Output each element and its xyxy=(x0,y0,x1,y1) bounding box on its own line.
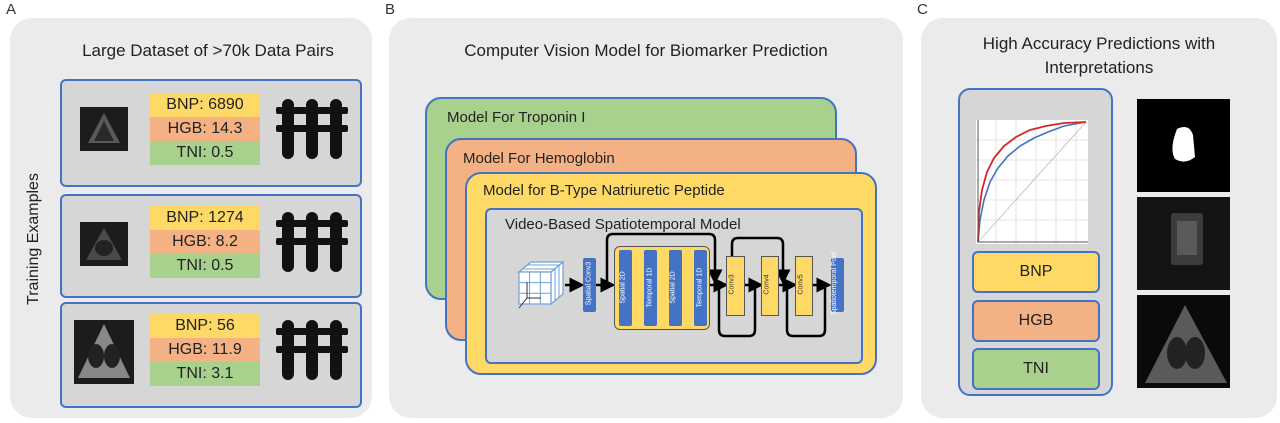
spatial-conv-label: Spatial Conv3 xyxy=(585,261,593,306)
temporal-1d-block-2: Temporal 1D xyxy=(694,250,707,326)
training-example-3: BNP: 56 HGB: 11.9 TNI: 3.1 xyxy=(60,302,362,408)
temporal-1d-block-1: Temporal 1D xyxy=(644,250,657,326)
bnp-value: BNP: 56 xyxy=(150,314,260,338)
conv5-label: Conv5 xyxy=(797,274,805,295)
panel-b: Computer Vision Model for Biomarker Pred… xyxy=(389,18,903,418)
hgb-value: HGB: 8.2 xyxy=(150,230,260,254)
panel-c: High Accuracy Predictions with Interpret… xyxy=(921,18,1277,418)
panel-c-title-line2: Interpretations xyxy=(1044,58,1154,77)
bnp-value: BNP: 6890 xyxy=(150,93,260,117)
test-tube-rack-icon xyxy=(276,99,348,159)
panel-letter-c: C xyxy=(917,1,928,18)
echo-thumbnail xyxy=(80,107,128,151)
spatial-conv-block: Spatial Conv3 xyxy=(583,258,596,312)
model-label-hemoglobin: Model For Hemoglobin xyxy=(463,150,615,167)
panel-b-title: Computer Vision Model for Biomarker Pred… xyxy=(464,41,828,60)
bnp-value: BNP: 1274 xyxy=(150,206,260,230)
label-bnp: BNP xyxy=(972,251,1100,293)
test-tube-rack-icon xyxy=(276,212,348,272)
prediction-card: BNP HGB TNI xyxy=(958,88,1113,396)
model-box-bnp: Model for B-Type Natriuretic Peptide Vid… xyxy=(465,172,877,375)
temporal-1d-label: Temporal 1D xyxy=(696,267,704,308)
tni-value: TNI: 3.1 xyxy=(150,362,260,386)
hgb-value: HGB: 14.3 xyxy=(150,117,260,141)
panel-a: Large Dataset of >70k Data Pairs Trainin… xyxy=(10,18,372,418)
tni-value: TNI: 0.5 xyxy=(150,141,260,165)
conv4-block: Conv4 xyxy=(761,256,779,316)
spatiotemporal-pool-label: Spatiotemporal Pool xyxy=(831,251,839,316)
label-tni: TNI xyxy=(972,348,1100,390)
echo-thumbnail xyxy=(74,320,134,384)
hgb-value: HGB: 11.9 xyxy=(150,338,260,362)
panel-letter-a: A xyxy=(6,1,17,18)
conv3-block: Conv3 xyxy=(726,256,745,316)
test-tube-rack-icon xyxy=(276,320,348,380)
training-examples-label: Training Examples xyxy=(25,173,42,305)
spatial-2d-label: Spatial 2D xyxy=(669,271,677,304)
spatial-2d-block-2: Spatial 2D xyxy=(669,250,682,326)
echo-thumbnail xyxy=(80,222,128,266)
panel-a-title: Large Dataset of >70k Data Pairs xyxy=(82,41,334,60)
spatial-2d-block-1: Spatial 2D xyxy=(619,250,632,326)
spatiotemporal-model-box: Video-Based Spatiotemporal Model xyxy=(485,208,863,364)
roc-curve-chart xyxy=(976,120,1088,244)
label-hgb: HGB xyxy=(972,300,1100,342)
saliency-map-image xyxy=(1137,99,1230,192)
model-label-troponin: Model For Troponin I xyxy=(447,109,586,126)
panel-c-title-line1: High Accuracy Predictions with xyxy=(982,34,1216,53)
conv5-block: Conv5 xyxy=(795,256,813,316)
spatiotemporal-model-title: Video-Based Spatiotemporal Model xyxy=(505,216,741,233)
conv4-label: Conv4 xyxy=(763,274,771,295)
training-example-2: BNP: 1274 HGB: 8.2 TNI: 0.5 xyxy=(60,194,362,298)
panel-letter-b: B xyxy=(385,1,396,18)
conv3-label: Conv3 xyxy=(728,274,736,295)
masked-echo-image xyxy=(1137,197,1230,290)
spatiotemporal-pool-block: Spatiotemporal Pool xyxy=(831,252,844,315)
echo-frame-image xyxy=(1137,295,1230,388)
tni-value: TNI: 0.5 xyxy=(150,254,260,278)
model-label-bnp: Model for B-Type Natriuretic Peptide xyxy=(483,182,725,199)
video-cube-icon xyxy=(517,260,565,309)
spatial-2d-label: Spatial 2D xyxy=(619,271,627,304)
training-example-1: BNP: 6890 HGB: 14.3 TNI: 0.5 xyxy=(60,79,362,187)
temporal-1d-label: Temporal 1D xyxy=(646,267,654,308)
